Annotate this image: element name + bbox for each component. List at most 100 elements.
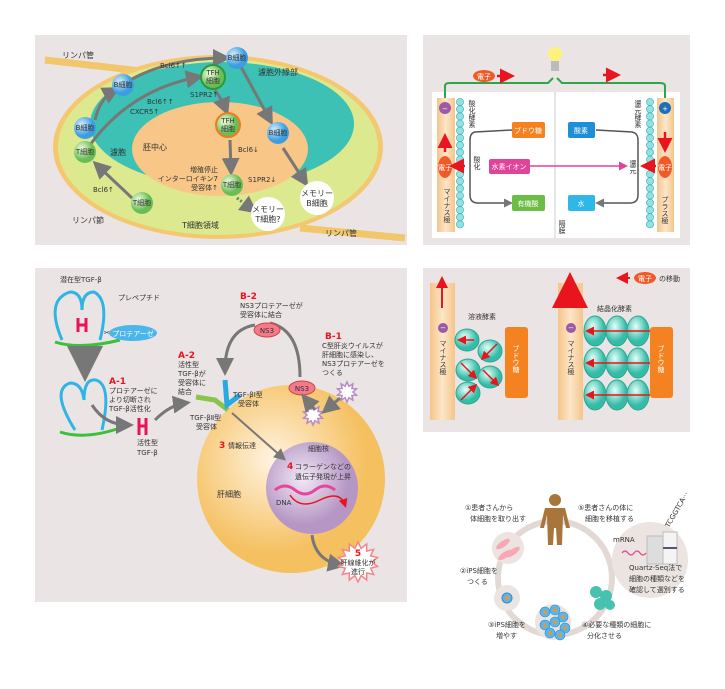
enzyme-bead — [456, 126, 464, 135]
enzyme-bead — [456, 119, 464, 128]
minus-icon — [566, 323, 576, 333]
b-cell-label: B細胞 — [228, 53, 247, 62]
b-cell: B細胞 — [226, 47, 248, 69]
step4-text: 遺伝子発現が上昇 — [295, 472, 351, 481]
tgf-beta-type2-receptor — [195, 394, 230, 412]
somatic-cells-icon — [496, 538, 520, 561]
enzyme-bead — [646, 98, 654, 106]
production-arrow — [301, 393, 320, 413]
plus-icon — [659, 102, 671, 114]
step-b2-label: B-2 — [240, 292, 257, 302]
star-shape — [336, 540, 380, 584]
step1-text: 体細胞を取り出す — [470, 514, 526, 523]
cleaved-tgf-beta — [59, 378, 121, 437]
reductase-label: 還元酵素 — [634, 99, 642, 128]
nucleus-label: 細胞核 — [308, 444, 329, 453]
follicle-label: 濾胞 — [110, 147, 126, 157]
wire — [444, 77, 666, 98]
enzyme-bead — [646, 206, 654, 214]
step4-text: コラーゲンなどの — [295, 462, 351, 471]
t-zone-label: T細胞領域 — [181, 220, 219, 230]
quartz-seq-text: 確認して選別する — [629, 585, 685, 594]
dna-strand — [274, 484, 336, 496]
biofuel-cell-panel: 電子 − + 電子 電子 ブドウ糖 酸素 水素イオン 有機酸 水 酸化酵素 還元… — [423, 35, 690, 245]
germinal-center — [132, 102, 308, 196]
t-cell: T細胞 — [74, 141, 96, 163]
tgf-beta-panel: プロテアーゼ ✂ NS3 NS3 潜在型TGF-β プレペプチド A-1 プロテ… — [35, 268, 407, 602]
enzyme-bead — [456, 105, 464, 114]
water-box: 水 — [568, 195, 595, 211]
follicle-margin-label: 濾胞外縁部 — [258, 67, 298, 77]
infection-arrow — [321, 395, 341, 414]
ns3-protein: NS3 — [253, 322, 281, 338]
electron-arrow — [480, 343, 498, 361]
quartz-seq-text: Quartz-Seq法で — [629, 563, 682, 572]
step-a2-label: A-2 — [178, 351, 195, 361]
electron-label: 電子 — [438, 164, 452, 172]
hcv-virus-icon — [335, 380, 359, 404]
step3-text: ③iPS細胞を — [488, 620, 526, 629]
enzyme-bead — [456, 112, 464, 121]
enzyme-bead — [456, 170, 464, 178]
oxidase-label: 酸化酵素 — [468, 99, 476, 128]
step4-text: 分化させる — [587, 631, 622, 640]
ns3-label: NS3 — [260, 327, 274, 335]
enzyme-bead — [456, 141, 464, 150]
enzyme-bead — [456, 98, 464, 106]
activation-arrow — [90, 404, 134, 434]
mrna-label: mRNA — [613, 536, 635, 544]
step5-number: 5 — [355, 549, 361, 559]
memory-b-label: B細胞 — [306, 198, 328, 208]
enzyme-bead — [646, 105, 654, 114]
proliferation-label: 受容体↑ — [191, 183, 218, 192]
ips-cell-core — [558, 633, 562, 637]
electron-arrow — [482, 369, 500, 387]
glucose-label: ブドウ糖 — [657, 344, 665, 374]
type1-receptor-label: 受容体 — [238, 399, 259, 408]
water-label: 水 — [578, 199, 585, 208]
star-shape — [335, 380, 359, 404]
step4-number: 4 — [287, 462, 293, 472]
bcl6-label: Bcl6↑↑ — [160, 62, 187, 70]
hydrogen-ion-box: 水素イオン — [489, 159, 530, 174]
plus-label: + — [662, 105, 668, 113]
organic-acid-box: 有機酸 — [512, 195, 545, 211]
crystal-enzyme-label: 結晶化酵素 — [597, 304, 632, 313]
type2-receptor-label: 受容体 — [196, 422, 217, 431]
active-tgf-label: 活性型 — [137, 438, 158, 447]
b-cell: B細胞 — [267, 122, 289, 144]
ns3-label: NS3 — [295, 385, 309, 393]
type2-receptor-label: TGF-βⅡ型 — [189, 413, 221, 422]
minus-icon — [439, 102, 451, 114]
tfh-label: 細胞 — [221, 124, 235, 133]
lymph-vessel-label: リンパ管 — [62, 50, 94, 60]
plus-electrode-label: プラス極 — [661, 196, 669, 225]
minus-electrode-label: マイナス極 — [567, 340, 575, 376]
ips-cell-core — [561, 615, 565, 619]
t-cell: T細胞 — [131, 192, 153, 214]
step1-text: ①患者さんから — [465, 503, 513, 512]
legend-electron-label: 電子 — [638, 275, 652, 283]
enzyme-bead — [456, 155, 464, 164]
hydrogen-ion-label: 水素イオン — [492, 162, 527, 171]
enzyme-bead — [646, 177, 654, 186]
quartz-seq-text: 細胞の種類などを — [629, 574, 685, 583]
enzyme-bead — [646, 126, 654, 135]
dna-label: DNA — [276, 499, 292, 507]
glucose-label: ブドウ糖 — [514, 126, 542, 135]
step3-text: 増やす — [496, 631, 517, 640]
enzyme-bead — [456, 177, 464, 186]
step5-text: 進行 — [351, 567, 365, 576]
t-cell-label: T細胞 — [75, 147, 94, 156]
step-a1-text: TGF-β活性化 — [108, 404, 151, 413]
enzyme-comparison-panel: 電子 の移動 − − マイナス極 マイナス極 ブドウ糖 ブドウ糖 溶液酵素 結晶… — [423, 268, 690, 432]
ips-cell-core — [563, 626, 567, 630]
minus-label: − — [442, 105, 448, 113]
ns3-protein: NS3 — [288, 380, 316, 396]
step-a1-text: より切断され — [109, 395, 151, 404]
glucose-box: ブドウ糖 — [512, 122, 545, 138]
